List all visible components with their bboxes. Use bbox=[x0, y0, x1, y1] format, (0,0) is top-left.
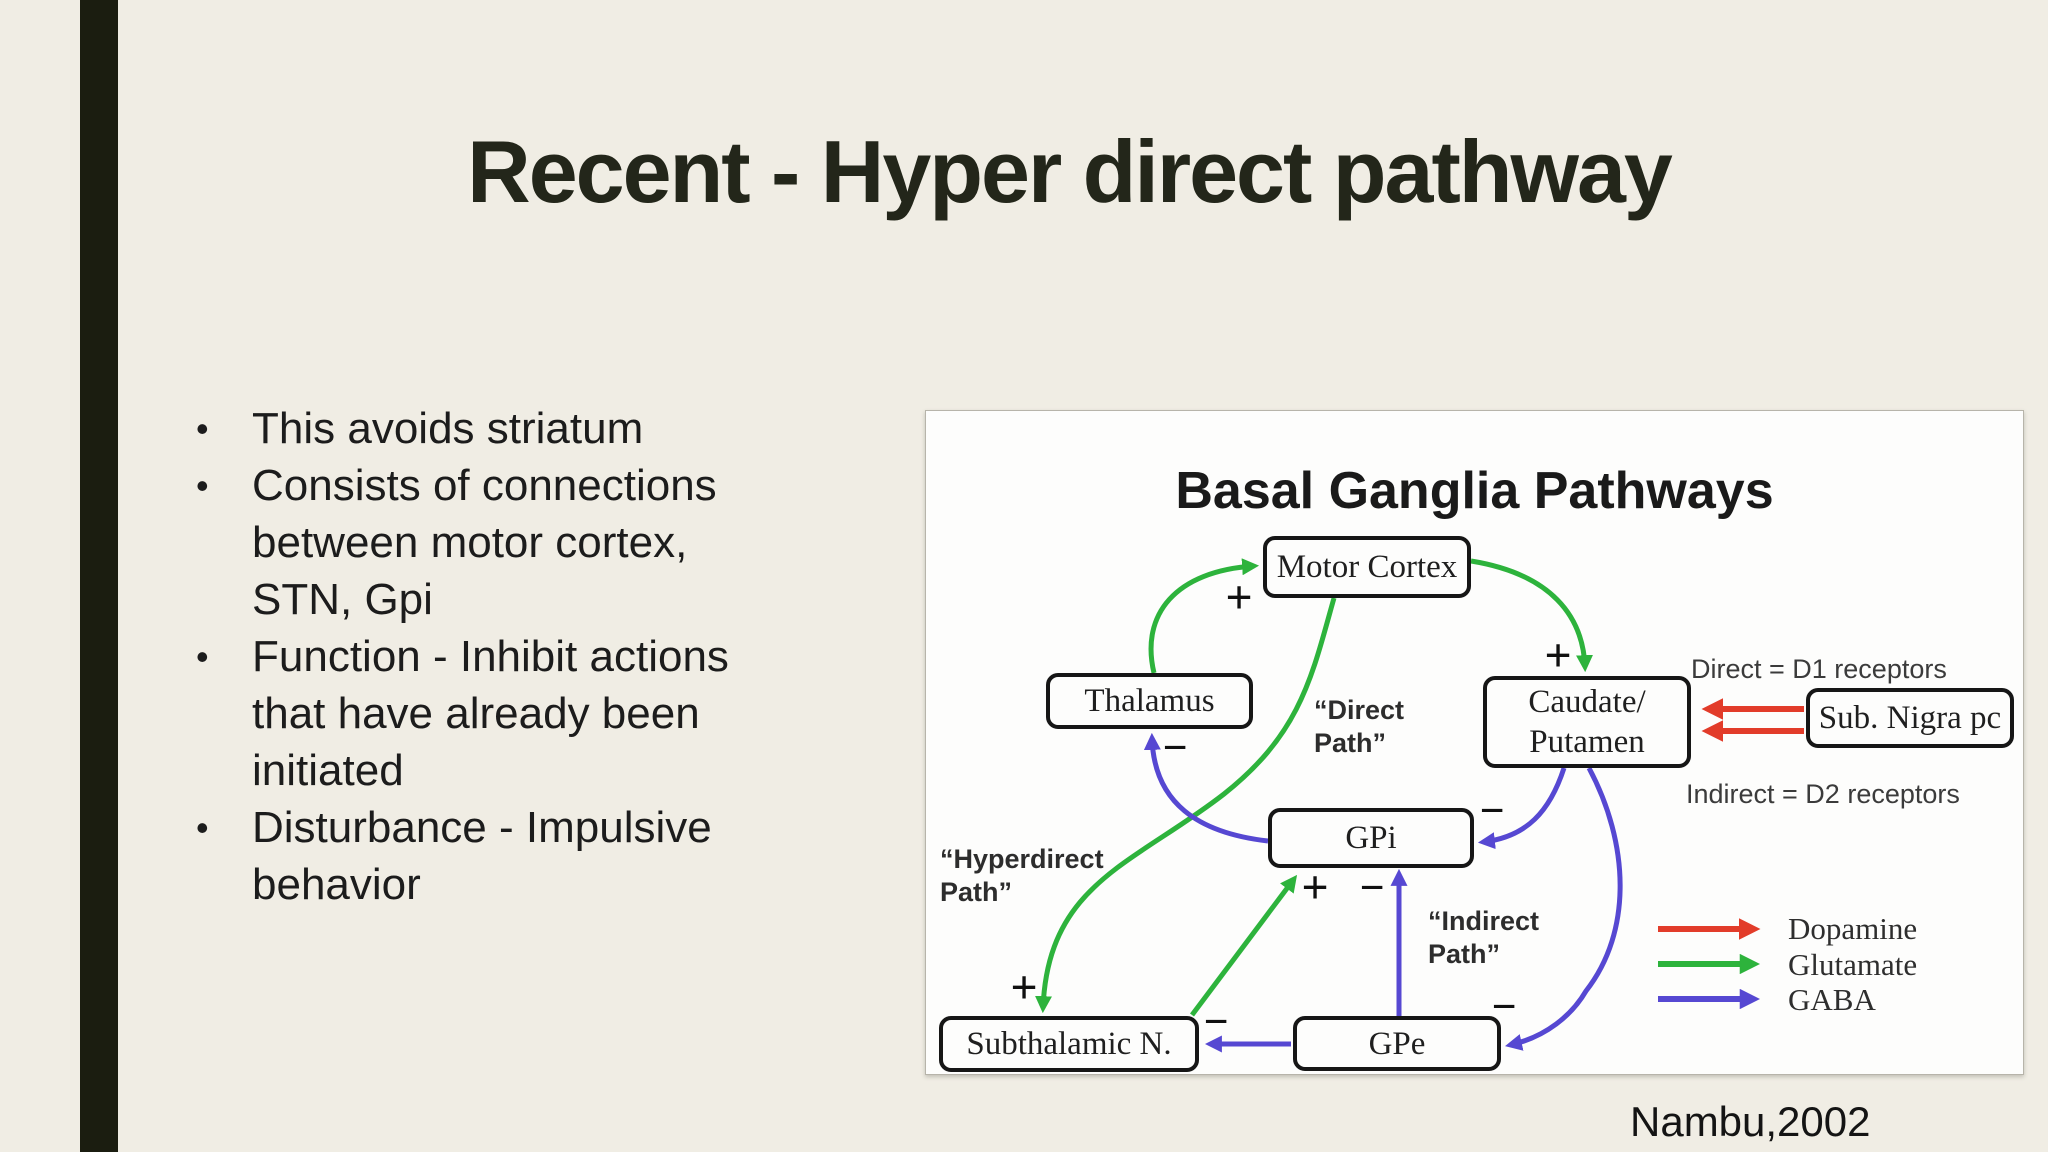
node-label: Sub. Nigra pc bbox=[1818, 700, 2002, 736]
basal-ganglia-diagram: Basal Ganglia Pathways bbox=[925, 410, 2024, 1075]
sign-minus-caudate-gpe: − bbox=[1491, 982, 1517, 1031]
arrow-caudate-to-gpi bbox=[1477, 767, 1567, 850]
node-motor-cortex: Motor Cortex bbox=[1263, 536, 1471, 598]
arrow-stn-to-gpi bbox=[1190, 874, 1298, 1017]
sign-minus-gpe-stn: − bbox=[1203, 997, 1229, 1046]
bullet-text: Function - Inhibit actions that have alr… bbox=[252, 632, 729, 795]
node-label: Thalamus bbox=[1084, 683, 1215, 719]
bullet-list: • This avoids striatum • Consists of con… bbox=[196, 400, 856, 913]
label-direct-path: “Direct Path” bbox=[1314, 695, 1405, 758]
bullet-icon: • bbox=[196, 636, 209, 677]
list-item: • This avoids striatum bbox=[196, 400, 856, 457]
sign-minus-caudate-gpi: − bbox=[1479, 786, 1505, 835]
legend-gaba-label: GABA bbox=[1788, 982, 1876, 1017]
sign-plus-stn-gpi: + bbox=[1301, 861, 1329, 914]
bullet-icon: • bbox=[196, 807, 209, 848]
arrow-gpi-to-thalamus bbox=[1143, 732, 1269, 844]
arrow-cortex-to-caudate bbox=[1470, 558, 1594, 673]
node-label: Putamen bbox=[1529, 724, 1645, 760]
bullet-text: Disturbance - Impulsive behavior bbox=[252, 803, 712, 909]
list-item: • Function - Inhibit actions that have a… bbox=[196, 628, 856, 799]
node-gpe: GPe bbox=[1293, 1016, 1501, 1071]
slide-title: Recent - Hyper direct pathway bbox=[467, 122, 1673, 221]
label-hyperdirect-path: “Hyperdirect Path” bbox=[940, 844, 1104, 907]
sign-minus-gpe-gpi: − bbox=[1359, 863, 1385, 912]
sign-minus-gpi-thalamus: − bbox=[1162, 723, 1188, 772]
node-label: Caudate/ bbox=[1528, 684, 1646, 720]
list-item: • Disturbance - Impulsive behavior bbox=[196, 799, 856, 913]
legend-glutamate-label: Glutamate bbox=[1788, 947, 1918, 982]
arrow-thalamus-to-cortex bbox=[1148, 558, 1260, 674]
node-label: Motor Cortex bbox=[1276, 549, 1458, 585]
sign-plus-cortex-caudate: + bbox=[1544, 629, 1572, 682]
citation: Nambu,2002 bbox=[1630, 1098, 1871, 1145]
note-indirect-d2-receptors: Indirect = D2 receptors bbox=[1686, 779, 1960, 809]
node-label: Subthalamic N. bbox=[966, 1026, 1172, 1062]
pathway-arrows bbox=[1034, 558, 1804, 1053]
note-direct-d1-receptors: Direct = D1 receptors bbox=[1691, 654, 1947, 684]
sign-plus-thalamus-cortex: + bbox=[1225, 571, 1253, 624]
node-label: GPi bbox=[1345, 820, 1397, 856]
bullet-text: This avoids striatum bbox=[252, 404, 644, 453]
bullet-icon: • bbox=[196, 465, 209, 506]
arrow-hyperdirect-cortex-to-stn bbox=[1034, 597, 1337, 1014]
arrow-caudate-to-gpe bbox=[1505, 766, 1623, 1051]
list-item: • Consists of connections between motor … bbox=[196, 457, 856, 628]
left-accent-bar bbox=[80, 0, 118, 1152]
node-substantia-nigra: Sub. Nigra pc bbox=[1806, 688, 2014, 748]
diagram-title: Basal Ganglia Pathways bbox=[1175, 462, 1774, 520]
node-caudate-putamen: Caudate/ Putamen bbox=[1483, 676, 1691, 768]
legend-dopamine-label: Dopamine bbox=[1788, 911, 1918, 946]
bullet-text: Consists of connections between motor co… bbox=[252, 461, 717, 624]
label-indirect-path: “Indirect Path” bbox=[1428, 906, 1540, 969]
node-thalamus: Thalamus bbox=[1046, 673, 1253, 729]
node-label: GPe bbox=[1368, 1025, 1426, 1062]
sign-plus-hyperdirect-stn: + bbox=[1010, 961, 1038, 1014]
node-subthalamic-nucleus: Subthalamic N. bbox=[939, 1016, 1199, 1072]
bullet-icon: • bbox=[196, 408, 209, 449]
node-gpi: GPi bbox=[1268, 808, 1474, 868]
